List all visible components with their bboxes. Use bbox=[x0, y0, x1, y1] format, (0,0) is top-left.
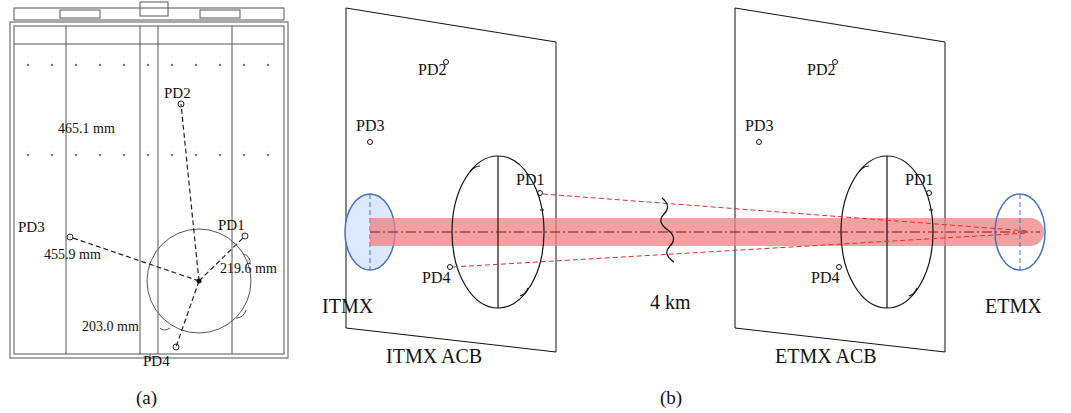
dimension: 203.0 mm bbox=[82, 320, 139, 334]
part-label: ETMX bbox=[985, 296, 1042, 316]
part-label: PD3 bbox=[18, 220, 45, 235]
dimension: 455.9 mm bbox=[44, 248, 101, 262]
part-label: PD3 bbox=[356, 118, 384, 134]
part-label: PD4 bbox=[422, 270, 450, 286]
part-label: PD1 bbox=[905, 172, 933, 188]
part-label: PD1 bbox=[218, 218, 245, 233]
part-label: PD4 bbox=[811, 270, 839, 286]
part-label: ITMX ACB bbox=[386, 346, 482, 366]
part-label: PD3 bbox=[745, 118, 773, 134]
distance-label: 4 km bbox=[650, 292, 691, 312]
dimension: 219.6 mm bbox=[220, 262, 277, 276]
part-label: ITMX bbox=[322, 296, 373, 316]
dimension: 465.1 mm bbox=[58, 122, 115, 136]
panel-label: (b) bbox=[660, 388, 682, 407]
part-label: PD2 bbox=[418, 62, 446, 78]
part-label: PD1 bbox=[516, 172, 544, 188]
part-label: ETMX ACB bbox=[775, 346, 877, 366]
panel-label: (a) bbox=[136, 388, 157, 407]
part-label: PD4 bbox=[143, 354, 170, 369]
part-label: PD2 bbox=[807, 62, 835, 78]
part-label: PD2 bbox=[164, 86, 191, 101]
